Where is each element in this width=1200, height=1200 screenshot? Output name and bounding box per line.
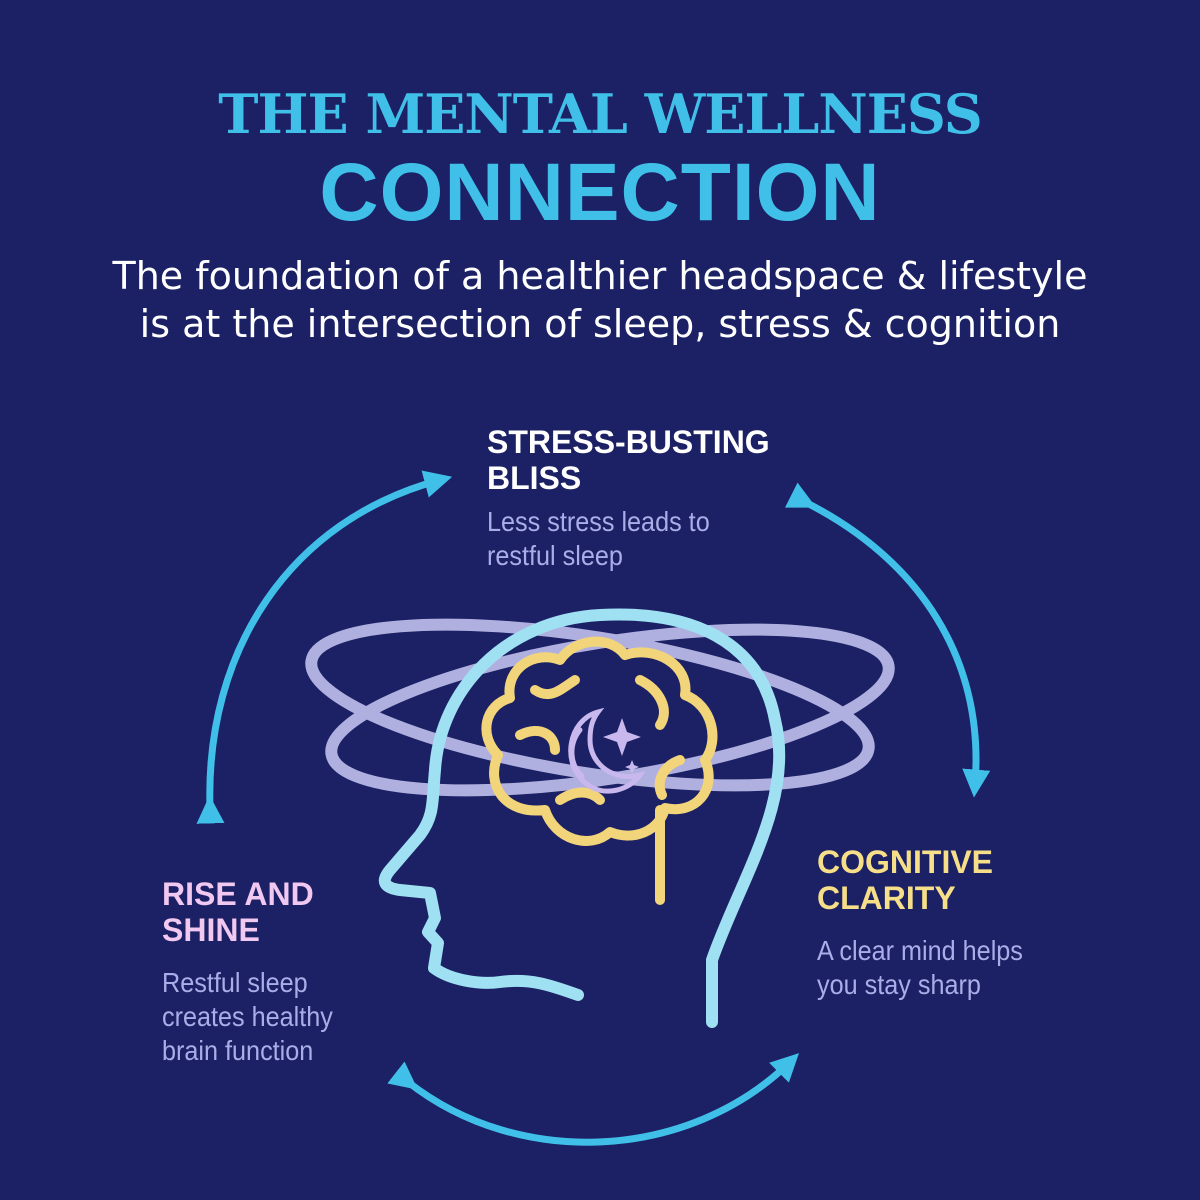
cognitive-heading-line: COGNITIVE	[817, 844, 994, 880]
stress-description: Less stress leads to restful sleep	[487, 505, 710, 573]
stress-heading-line: STRESS-BUSTING	[487, 424, 770, 460]
rise-description-line: brain function	[162, 1035, 314, 1066]
star-icon	[603, 718, 641, 774]
rise-description-line: Restful sleep	[162, 967, 308, 998]
cycle-arrow-icon	[784, 482, 991, 798]
head-profile-icon	[378, 608, 786, 1028]
stress-heading: STRESS-BUSTING BLISS	[487, 424, 770, 496]
moon-icon	[568, 707, 646, 794]
subtitle-line: is at the intersection of sleep, stress …	[139, 302, 1061, 346]
title-top: THE MENTAL WELLNESS	[218, 82, 982, 146]
title-main: CONNECTION	[319, 147, 881, 238]
brain-icon	[481, 636, 718, 905]
stress-description-line: Less stress leads to	[487, 506, 710, 537]
rise-heading-line: RISE AND	[162, 876, 314, 912]
cycle-arrow-icon	[387, 1053, 800, 1146]
cognitive-heading-line: CLARITY	[817, 880, 956, 916]
stress-heading-line: BLISS	[487, 460, 582, 496]
subtitle: The foundation of a healthier headspace …	[0, 252, 1200, 348]
stress-description-line: restful sleep	[487, 540, 623, 571]
rise-heading: RISE AND SHINE	[162, 876, 314, 948]
rise-heading-line: SHINE	[162, 912, 260, 948]
subtitle-line: The foundation of a healthier headspace …	[112, 254, 1088, 298]
rise-description-line: creates healthy	[162, 1001, 333, 1032]
rise-description: Restful sleep creates healthy brain func…	[162, 966, 333, 1068]
cognitive-heading: COGNITIVE CLARITY	[817, 844, 993, 916]
orbit-rings-icon	[305, 618, 895, 797]
cognitive-description: A clear mind helps you stay sharp	[817, 934, 1023, 1002]
cycle-arrow-icon	[196, 470, 453, 824]
cognitive-description-line: you stay sharp	[817, 969, 981, 1000]
cycle-arrows	[196, 470, 991, 1146]
cognitive-description-line: A clear mind helps	[817, 935, 1023, 966]
